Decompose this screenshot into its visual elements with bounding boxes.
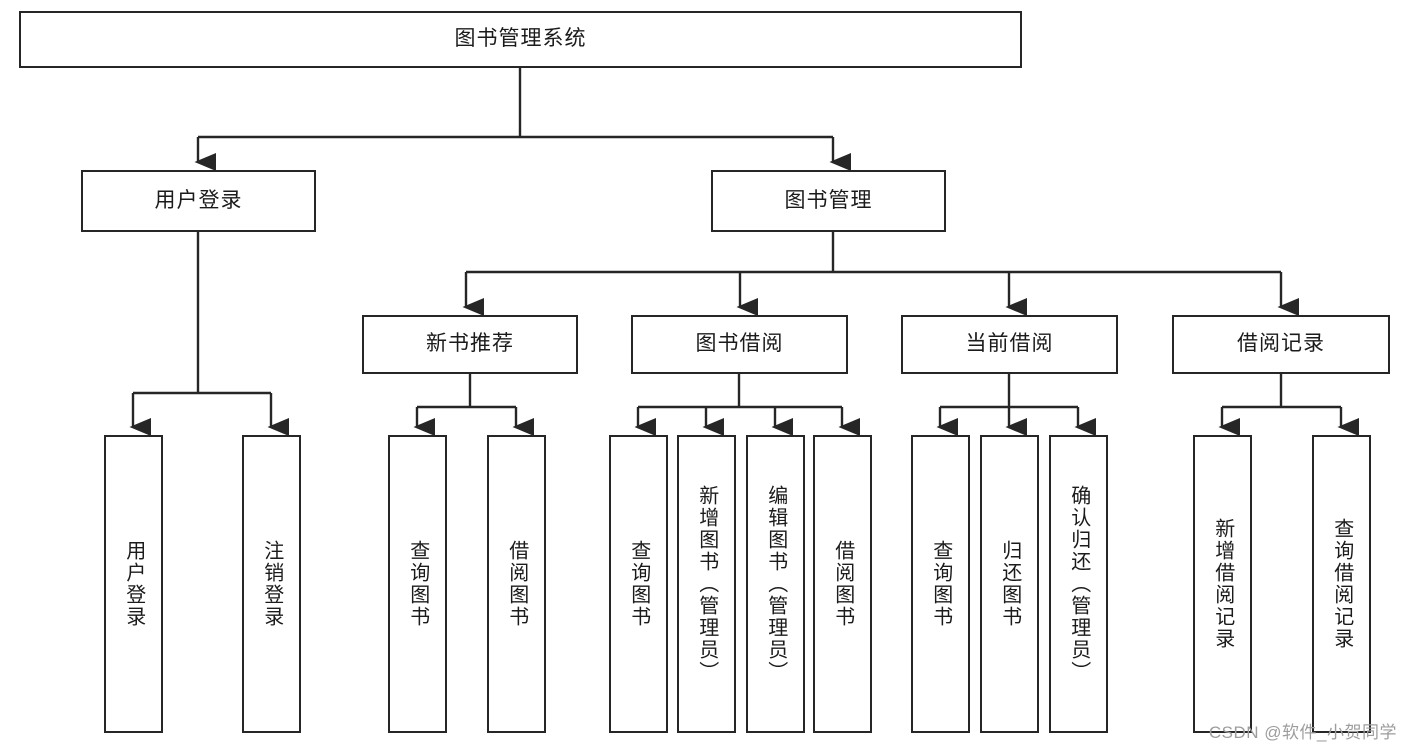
node-label: 借阅图书: [505, 540, 528, 628]
leaf-borrow-query-book[interactable]: 查询图书: [609, 435, 668, 733]
node-new-book-recommend[interactable]: 新书推荐: [362, 315, 578, 374]
leaf-record-add-borrow-record[interactable]: 新增借阅记录: [1193, 435, 1252, 733]
leaf-recommend-borrow-book[interactable]: 借阅图书: [487, 435, 546, 733]
node-label: 查询图书: [627, 540, 650, 628]
node-label: 新增图书（管理员）: [695, 485, 718, 683]
leaf-current-confirm-return-admin[interactable]: 确认归还（管理员）: [1049, 435, 1108, 733]
node-current-borrow[interactable]: 当前借阅: [901, 315, 1118, 374]
node-label: 图书借阅: [695, 332, 784, 356]
node-label: 用户登录: [122, 540, 145, 628]
leaf-record-query-borrow-record[interactable]: 查询借阅记录: [1312, 435, 1371, 733]
leaf-current-return-book[interactable]: 归还图书: [980, 435, 1039, 733]
node-label: 查询图书: [929, 540, 952, 628]
node-book-borrow[interactable]: 图书借阅: [631, 315, 848, 374]
node-label: 新书推荐: [426, 332, 514, 356]
leaf-user-login-logout[interactable]: 注销登录: [242, 435, 301, 733]
node-label: 查询图书: [406, 540, 429, 628]
node-book-management[interactable]: 图书管理: [711, 170, 946, 232]
leaf-borrow-edit-book-admin[interactable]: 编辑图书（管理员）: [746, 435, 805, 733]
node-label: 图书管理系统: [454, 27, 587, 51]
node-label: 新增借阅记录: [1211, 518, 1234, 650]
node-label: 归还图书: [998, 540, 1021, 628]
node-label: 查询借阅记录: [1330, 518, 1353, 650]
node-label: 注销登录: [260, 540, 283, 628]
node-label: 编辑图书（管理员）: [764, 485, 787, 683]
node-root-book-management-system[interactable]: 图书管理系统: [19, 11, 1022, 68]
leaf-recommend-query-book[interactable]: 查询图书: [388, 435, 447, 733]
leaf-borrow-borrow-book[interactable]: 借阅图书: [813, 435, 872, 733]
node-label: 借阅记录: [1237, 332, 1325, 356]
node-label: 借阅图书: [831, 540, 854, 628]
leaf-borrow-add-book-admin[interactable]: 新增图书（管理员）: [677, 435, 736, 733]
csdn-watermark: CSDN @软件_小贺同学: [1208, 723, 1397, 742]
node-borrow-record[interactable]: 借阅记录: [1172, 315, 1390, 374]
node-user-login[interactable]: 用户登录: [81, 170, 316, 232]
node-label: 确认归还（管理员）: [1067, 485, 1090, 683]
leaf-user-login-login[interactable]: 用户登录: [104, 435, 163, 733]
node-label: 用户登录: [154, 188, 243, 212]
node-label: 图书管理: [784, 188, 873, 212]
node-label: 当前借阅: [965, 332, 1054, 356]
leaf-current-query-book[interactable]: 查询图书: [911, 435, 970, 733]
